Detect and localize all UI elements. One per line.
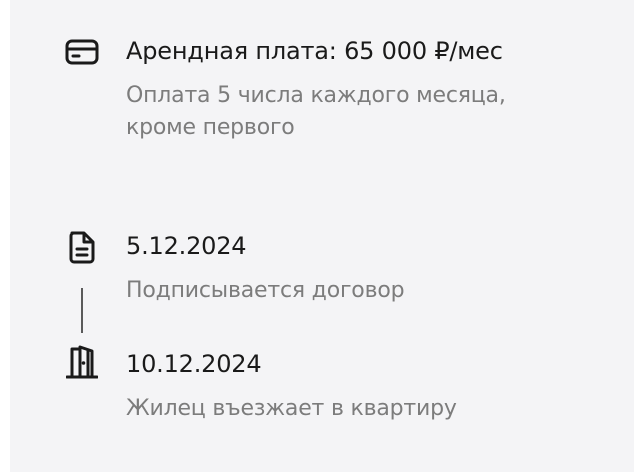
door-icon [64,344,100,380]
timeline-item: 10.12.2024 Жилец въезжает в квартиру [126,348,457,425]
rent-subtitle-line2: кроме первого [126,115,295,140]
document-icon [64,229,100,265]
timeline-description: Жилец въезжает в квартиру [126,396,457,421]
rent-section: Арендная плата: 65 000 ₽/мес Оплата 5 чи… [126,35,506,144]
rental-info-card: Арендная плата: 65 000 ₽/мес Оплата 5 чи… [10,0,634,472]
rent-subtitle-line1: Оплата 5 числа каждого месяца, [126,83,506,108]
timeline-description: Подписывается договор [126,278,405,303]
timeline-item: 5.12.2024 Подписывается договор [126,230,405,307]
timeline-date: 10.12.2024 [126,350,262,378]
credit-card-icon [64,34,100,70]
timeline-connector [81,288,83,333]
timeline-date: 5.12.2024 [126,232,247,260]
rent-title: Арендная плата: 65 000 ₽/мес [126,37,503,65]
